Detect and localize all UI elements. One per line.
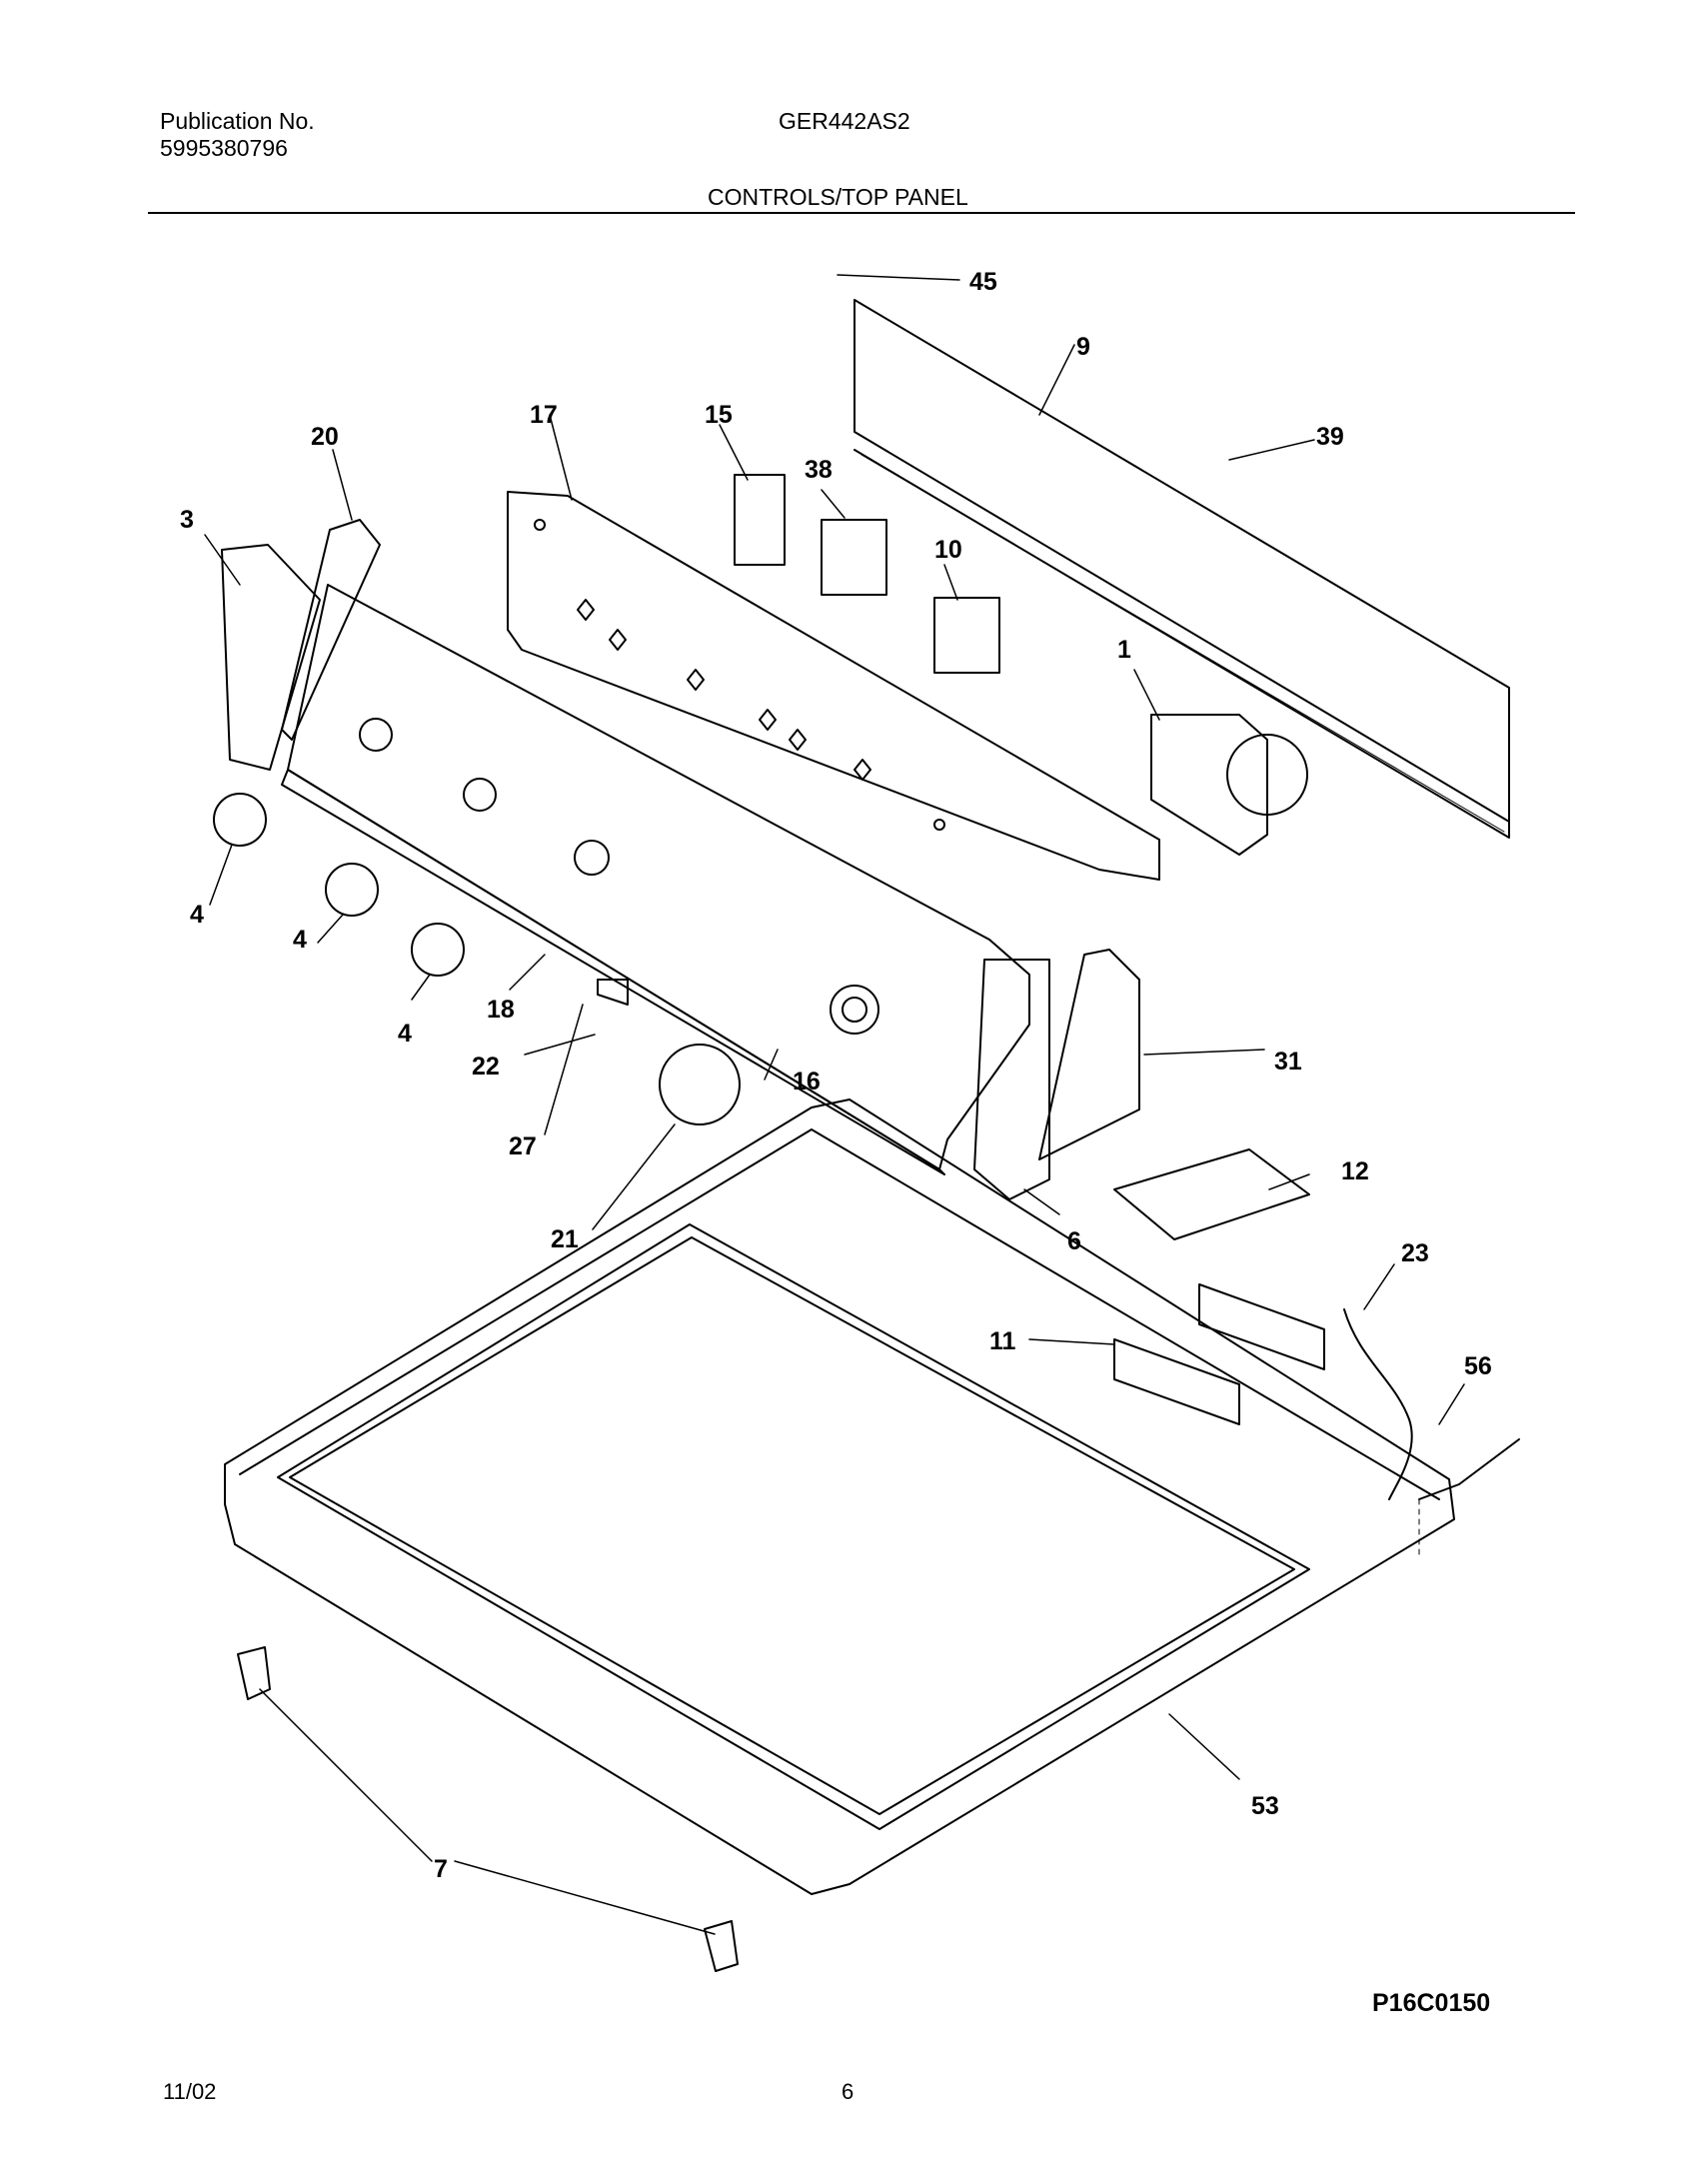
callout-7: 7	[434, 1855, 448, 1883]
callout-21: 21	[551, 1225, 579, 1253]
callout-11: 11	[989, 1327, 1016, 1355]
switch-part-15	[734, 474, 786, 566]
callout-16: 16	[793, 1068, 821, 1095]
knob-part-21	[659, 1044, 741, 1125]
callout-18: 18	[487, 996, 515, 1024]
control-panel-backing-part-17	[507, 491, 1160, 881]
top-panel-part-53	[224, 1098, 1455, 1895]
page-number: 6	[842, 2079, 854, 2104]
callout-1: 1	[1117, 636, 1131, 664]
back-panel-part-9	[854, 299, 1510, 839]
knob-part-4-b	[325, 863, 379, 917]
board-part-12	[1113, 1148, 1310, 1240]
timer-part-1	[1150, 714, 1308, 856]
header-rule	[148, 212, 1575, 214]
callout-3: 3	[180, 506, 194, 534]
callout-10: 10	[934, 536, 962, 564]
callout-56: 56	[1464, 1352, 1492, 1380]
end-cap-right-part-6	[973, 949, 1140, 1200]
publication-label: Publication No.	[160, 108, 315, 134]
wire-harness-part-23	[1343, 1308, 1413, 1500]
section-title: CONTROLS/TOP PANEL	[708, 184, 968, 210]
bracket-part-11-b	[1198, 1283, 1325, 1370]
callout-38: 38	[805, 456, 833, 484]
foot-part-7-a	[237, 1646, 271, 1700]
footer-date: 11/02	[163, 2079, 217, 2104]
knob-part-4-a	[213, 793, 267, 847]
callout-39: 39	[1316, 423, 1344, 451]
switch-part-38	[821, 519, 887, 596]
callout-9: 9	[1076, 333, 1090, 361]
switch-part-10	[933, 597, 1000, 674]
clip-part-27	[597, 979, 629, 1006]
console-part-18	[281, 584, 1030, 1175]
bracket-part-11-a	[1113, 1338, 1240, 1425]
callout-53: 53	[1251, 1792, 1279, 1820]
callout-23: 23	[1401, 1239, 1429, 1267]
end-cap-left-part-3	[221, 519, 381, 771]
knob-part-4-c	[411, 923, 465, 977]
callout-45: 45	[969, 268, 997, 296]
callout-20: 20	[311, 423, 339, 451]
callout-4-a: 4	[190, 901, 204, 929]
model-number: GER442AS2	[779, 108, 910, 134]
callout-15: 15	[705, 401, 733, 429]
publication-number: 5995380796	[160, 135, 288, 161]
callout-4-b: 4	[293, 926, 307, 954]
callout-22: 22	[472, 1053, 500, 1081]
foot-part-7-b	[704, 1920, 739, 1972]
drawing-code: P16C0150	[1372, 1989, 1491, 2017]
callout-31: 31	[1274, 1048, 1302, 1076]
callout-27: 27	[509, 1132, 537, 1160]
callout-12: 12	[1341, 1157, 1369, 1185]
callout-17: 17	[530, 401, 558, 429]
callout-4-c: 4	[398, 1020, 412, 1048]
callout-6: 6	[1067, 1227, 1081, 1255]
